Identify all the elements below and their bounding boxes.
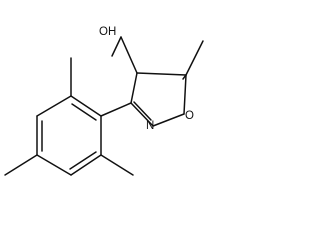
methylene-bond <box>120 36 138 74</box>
aryl-double-bond-inner-1 <box>71 103 97 121</box>
para-methyl-bond <box>4 154 38 176</box>
ring-nitrogen-label: N <box>146 120 154 132</box>
ring-c5-o-bond <box>183 74 187 115</box>
ring-n-c3-bond <box>130 102 154 127</box>
ring-c3-c4-bond <box>130 72 138 104</box>
aryl-bond-5 <box>70 154 102 176</box>
hydroxyl-bond <box>111 36 122 57</box>
ring-c4-c5-bond <box>136 72 187 76</box>
aryl-bond-2 <box>36 95 72 117</box>
aryl-bond-4 <box>36 154 72 176</box>
ring-n-c3-double-bond-inner <box>133 101 152 121</box>
hydroxyl-label: OH <box>99 26 116 38</box>
ring-methyl-bond <box>185 40 204 76</box>
aryl-double-bond-inner-3 <box>69 151 97 170</box>
structure-diagram: OH O N <box>4 26 204 176</box>
molecule-structure: OH O N <box>4 26 204 176</box>
ortho-methyl-right-bond <box>100 154 134 176</box>
aryl-bond-1 <box>70 95 102 117</box>
isoxazole-to-aryl-bond <box>100 102 132 117</box>
ring-o-n-bond <box>152 113 185 127</box>
ring-oxygen-label: O <box>185 110 194 122</box>
